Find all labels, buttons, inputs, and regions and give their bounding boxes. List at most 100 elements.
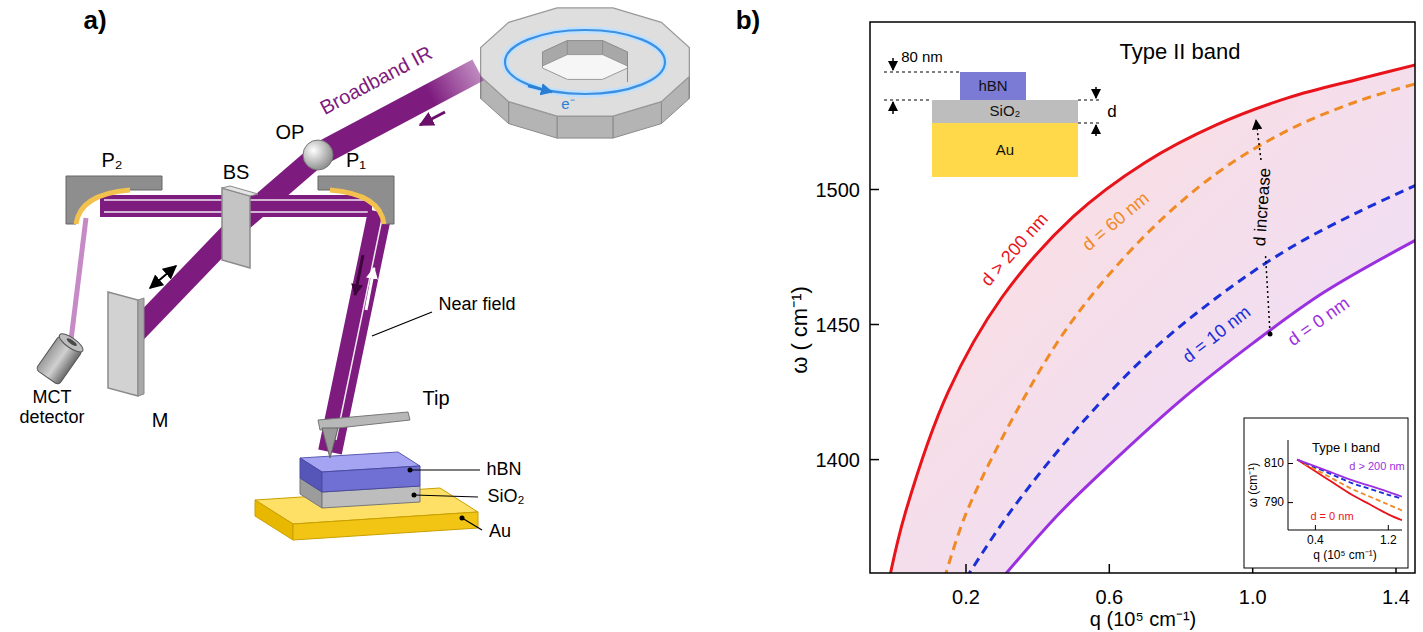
synchrotron-ring: [481, 8, 690, 138]
ir-beam-part: [318, 70, 478, 155]
sample-stack-part: [293, 512, 478, 540]
moving-mirror-part: [150, 266, 176, 288]
chart-title: Type II band: [1119, 40, 1240, 64]
stack-dimension-marks-part: [892, 102, 894, 114]
tick-label: 1.2: [1380, 534, 1397, 547]
tick-label: 1450: [816, 314, 861, 336]
plot-area-part: [887, 63, 1415, 573]
part-label: Tip: [422, 387, 449, 409]
axis-title: ω (cm⁻¹): [1247, 463, 1260, 508]
ir-beam-part: [355, 255, 363, 295]
synchrotron-ring-part: [543, 41, 568, 66]
stack-dimension-marks-part: [1095, 87, 1097, 98]
ir-beam-part: [336, 214, 383, 440]
stack-dimension-marks-part: [884, 100, 932, 101]
parabolic-mirror-p1-part: [330, 190, 384, 224]
part-label: P₁: [346, 149, 366, 171]
layer-label: hBN: [486, 460, 521, 480]
stack-dimension-marks-part: [1078, 123, 1102, 124]
beam-splitter-part: [222, 188, 250, 268]
dispersion-chart-part: [1266, 255, 1271, 333]
parabolic-mirror-p2-part: [76, 190, 130, 224]
dispersion-chart-part: [1244, 418, 1408, 568]
tick-label: 1.0: [1239, 586, 1267, 608]
layer-label: Au: [489, 522, 511, 542]
curve-label: d = 60 nm: [1079, 189, 1153, 256]
off-axis-parabola-sphere: [303, 140, 333, 170]
synchrotron-ring-part: [627, 52, 628, 82]
tick-label: 0.6: [1095, 586, 1123, 608]
layer-name: SiO₂: [990, 103, 1021, 120]
dispersion-chart-part: [1288, 502, 1293, 503]
axis-title: q (10⁵ cm⁻¹): [1090, 608, 1196, 630]
ir-beam-part: [420, 112, 445, 125]
stack-dimension-marks-part: [892, 58, 894, 70]
dispersion-chart-part: [1109, 564, 1111, 573]
sio2-layer-box: SiO₂: [932, 100, 1078, 123]
parabolic-mirror-p1-part: [318, 176, 394, 224]
leader-lines-part: [414, 495, 478, 497]
dispersion-chart-part: [1256, 120, 1261, 160]
stack-dimension-marks-part: [1095, 125, 1097, 136]
panel-label: a): [83, 6, 106, 35]
afm-tip-part: [318, 412, 410, 430]
part-label: M: [152, 409, 169, 431]
synchrotron-ring-part: [543, 41, 628, 80]
moving-mirror: [108, 266, 176, 396]
au-layer-box: Au: [932, 123, 1078, 177]
layer-label: SiO₂: [488, 487, 525, 507]
tick-label: 1.4: [1382, 586, 1410, 608]
dispersion-chart-part: [870, 324, 879, 326]
synchrotron-ring-part: [481, 8, 690, 116]
curve-10nm: [966, 181, 1415, 573]
curve-label: d = 0 nm: [1284, 294, 1353, 351]
parabolic-mirror-p2-part: [66, 176, 162, 224]
beam-label: Broadband IR: [316, 41, 435, 118]
leader-lines-part: [412, 493, 417, 498]
sample-stack-part: [300, 458, 322, 492]
tick-label: 790: [1264, 496, 1284, 509]
off-axis-parabola-sphere-part: [303, 140, 333, 170]
curve-label: d > 200 nm: [1349, 460, 1404, 472]
dimension-label: d: [1107, 103, 1116, 122]
parabolic-mirror-p1: [318, 176, 394, 224]
leader-lines-part: [410, 469, 480, 470]
curve-thick-oxide: [887, 63, 1415, 573]
leader-lines-part: [462, 518, 482, 530]
moving-mirror-part: [108, 292, 138, 396]
synchrotron-ring-part: [603, 41, 628, 66]
part-label: MCT detector: [12, 388, 92, 428]
parabolic-mirror-p2: [66, 176, 162, 224]
dispersion-chart-part: [965, 564, 967, 573]
part-label: Near field: [438, 295, 515, 315]
inset-title: Type I band: [1312, 441, 1380, 455]
dispersion-chart-part: [1288, 463, 1293, 464]
trend-label: d increase: [1251, 167, 1275, 247]
leader-lines-part: [408, 468, 413, 473]
dispersion-chart-part: [870, 189, 879, 191]
part-label: OP: [276, 121, 305, 143]
ir-beam-part: [71, 218, 86, 340]
beam-splitter: [222, 186, 258, 268]
part-label: P₂: [101, 149, 122, 171]
beam-splitter-part: [222, 186, 258, 196]
mct-detector-part: [57, 331, 86, 355]
dispersion-chart-part: [870, 459, 879, 461]
leader-lines-part: [460, 516, 465, 521]
curve-label: d = 10 nm: [1179, 302, 1255, 367]
dispersion-chart-part: [870, 22, 1415, 573]
tick-label: 0.4: [1307, 534, 1324, 547]
dimension-label: 80 nm: [901, 49, 943, 66]
afm-tip-part: [322, 428, 338, 458]
panel-label: b): [736, 6, 761, 35]
dispersion-chart-part: [1388, 525, 1389, 530]
dispersion-chart-part: [1268, 332, 1273, 337]
layer-name: hBN: [978, 78, 1007, 95]
tick-label: 1400: [816, 449, 861, 471]
leader-lines: [372, 312, 482, 530]
axis-title: q (10⁵ cm⁻¹): [1313, 549, 1377, 562]
moving-mirror-part: [138, 298, 144, 396]
synchrotron-ring-part: [557, 116, 613, 138]
afm-tip: [318, 412, 410, 458]
